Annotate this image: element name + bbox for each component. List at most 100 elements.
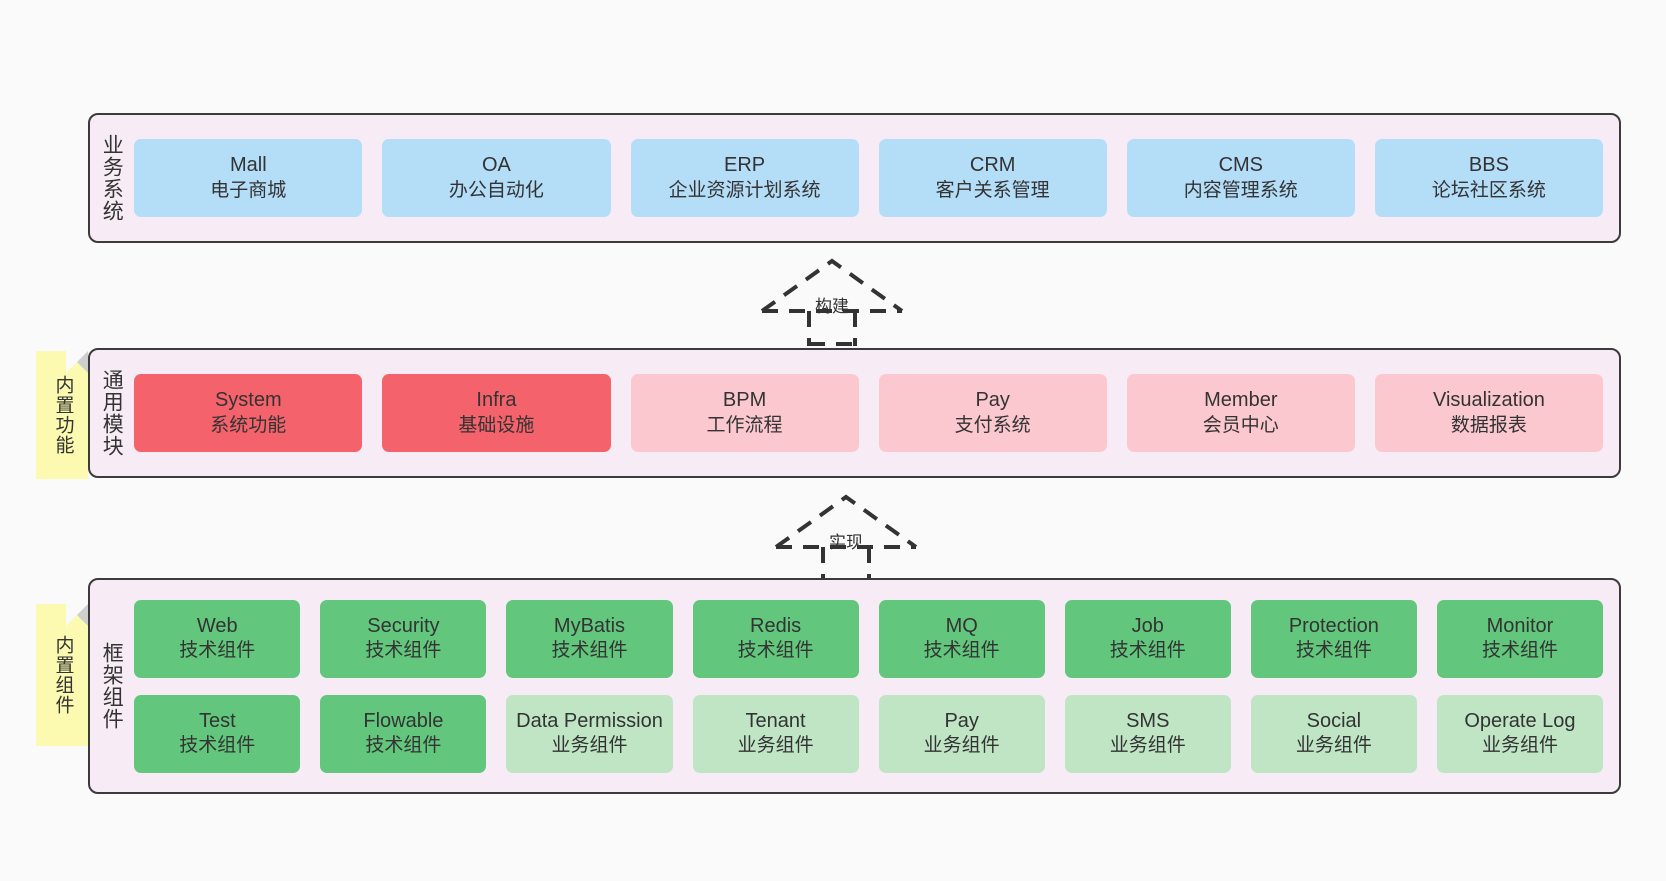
box-monitor[interactable]: Monitor 技术组件 — [1436, 599, 1603, 678]
box-row: Test 技术组件 Flowable 技术组件 Data Permission … — [134, 694, 1603, 773]
box-sms[interactable]: SMS 业务组件 — [1064, 694, 1231, 773]
box-title: BBS — [1468, 154, 1509, 177]
box-job[interactable]: Job 技术组件 — [1064, 599, 1231, 678]
box-subtitle: 技术组件 — [179, 735, 256, 757]
box-subtitle: 会员中心 — [1202, 414, 1279, 436]
box-oa[interactable]: OA 办公自动化 — [382, 139, 611, 217]
box-title: Pay — [944, 709, 979, 732]
box-subtitle: 技术组件 — [1295, 640, 1372, 662]
box-subtitle: 论坛社区系统 — [1431, 179, 1546, 201]
box-mybatis[interactable]: MyBatis 技术组件 — [506, 599, 673, 678]
box-title: BPM — [722, 389, 767, 412]
box-title: System — [214, 389, 282, 412]
box-row: System 系统功能 Infra 基础设施 BPM 工作流程 Pay 支付系统… — [134, 374, 1603, 452]
box-member[interactable]: Member 会员中心 — [1126, 374, 1355, 452]
box-tenant[interactable]: Tenant 业务组件 — [692, 694, 859, 773]
note-builtin-components: 内置组件 — [36, 604, 88, 746]
box-title: Redis — [750, 614, 802, 637]
box-title: Flowable — [363, 709, 444, 732]
layer-business-systems: 业务系统 Mall 电子商城 OA 办公自动化 ERP 企业资源计划系统 CRM… — [88, 113, 1621, 243]
box-subtitle: 电子商城 — [210, 179, 287, 201]
box-subtitle: 技术组件 — [365, 735, 442, 757]
layer-body-framework: Web 技术组件 Security 技术组件 MyBatis 技术组件 Redi… — [130, 580, 1619, 792]
box-title: ERP — [724, 154, 766, 177]
box-subtitle: 业务组件 — [737, 735, 814, 757]
box-row: Web 技术组件 Security 技术组件 MyBatis 技术组件 Redi… — [134, 599, 1603, 678]
box-subtitle: 技术组件 — [1481, 640, 1558, 662]
box-subtitle: 技术组件 — [1109, 640, 1186, 662]
box-pay-component[interactable]: Pay 业务组件 — [878, 694, 1045, 773]
box-erp[interactable]: ERP 企业资源计划系统 — [630, 139, 859, 217]
layer-framework-components: 框架组件 Web 技术组件 Security 技术组件 MyBatis 技术组件… — [88, 578, 1621, 794]
box-test[interactable]: Test 技术组件 — [134, 694, 301, 773]
box-title: Web — [196, 614, 238, 637]
box-title: Monitor — [1486, 614, 1554, 637]
box-title: OA — [481, 154, 511, 177]
box-pay[interactable]: Pay 支付系统 — [878, 374, 1107, 452]
connector-build: 构建 — [752, 256, 912, 346]
box-data-permission[interactable]: Data Permission 业务组件 — [506, 694, 673, 773]
box-subtitle: 系统功能 — [210, 414, 287, 436]
box-redis[interactable]: Redis 技术组件 — [692, 599, 859, 678]
box-title: Tenant — [745, 709, 806, 732]
box-mq[interactable]: MQ 技术组件 — [878, 599, 1045, 678]
box-subtitle: 技术组件 — [551, 640, 628, 662]
box-crm[interactable]: CRM 客户关系管理 — [878, 139, 1107, 217]
connector-label-implement: 实现 — [829, 533, 863, 552]
box-title: Job — [1131, 614, 1164, 637]
box-title: Data Permission — [516, 709, 663, 732]
box-title: Protection — [1288, 614, 1379, 637]
box-infra[interactable]: Infra 基础设施 — [382, 374, 611, 452]
box-web[interactable]: Web 技术组件 — [134, 599, 301, 678]
dashed-hollow-arrow-icon — [774, 494, 918, 582]
connector-label-build: 构建 — [815, 297, 849, 316]
box-title: Mall — [229, 154, 267, 177]
box-system[interactable]: System 系统功能 — [134, 374, 363, 452]
box-subtitle: 技术组件 — [923, 640, 1000, 662]
box-title: Operate Log — [1464, 709, 1576, 732]
box-bpm[interactable]: BPM 工作流程 — [630, 374, 859, 452]
dashed-hollow-arrow-icon — [760, 258, 904, 346]
box-social[interactable]: Social 业务组件 — [1250, 694, 1417, 773]
layer-body-business: Mall 电子商城 OA 办公自动化 ERP 企业资源计划系统 CRM 客户关系… — [130, 115, 1619, 241]
box-subtitle: 工作流程 — [706, 414, 783, 436]
box-subtitle: 技术组件 — [737, 640, 814, 662]
note-label: 内置功能 — [52, 375, 74, 455]
box-subtitle: 业务组件 — [551, 735, 628, 757]
layer-title-common: 通用模块 — [100, 369, 124, 457]
box-subtitle: 技术组件 — [179, 640, 256, 662]
box-protection[interactable]: Protection 技术组件 — [1250, 599, 1417, 678]
connector-implement: 实现 — [766, 492, 926, 582]
layer-body-common: System 系统功能 Infra 基础设施 BPM 工作流程 Pay 支付系统… — [130, 350, 1619, 476]
box-bbs[interactable]: BBS 论坛社区系统 — [1374, 139, 1603, 217]
box-title: MyBatis — [553, 614, 626, 637]
box-subtitle: 办公自动化 — [448, 179, 544, 201]
note-builtin-features: 内置功能 — [36, 351, 88, 479]
box-title: Social — [1306, 709, 1362, 732]
box-subtitle: 内容管理系统 — [1183, 179, 1298, 201]
box-operate-log[interactable]: Operate Log 业务组件 — [1436, 694, 1603, 773]
box-title: Visualization — [1432, 389, 1545, 412]
box-subtitle: 基础设施 — [458, 414, 535, 436]
box-visualization[interactable]: Visualization 数据报表 — [1374, 374, 1603, 452]
box-subtitle: 业务组件 — [1109, 735, 1186, 757]
box-subtitle: 企业资源计划系统 — [668, 179, 821, 201]
box-subtitle: 客户关系管理 — [935, 179, 1050, 201]
box-security[interactable]: Security 技术组件 — [320, 599, 487, 678]
box-row: Mall 电子商城 OA 办公自动化 ERP 企业资源计划系统 CRM 客户关系… — [134, 139, 1603, 217]
box-subtitle: 技术组件 — [365, 640, 442, 662]
box-title: Infra — [476, 389, 517, 412]
layer-title-framework: 框架组件 — [100, 642, 124, 730]
box-flowable[interactable]: Flowable 技术组件 — [320, 694, 487, 773]
box-subtitle: 业务组件 — [1481, 735, 1558, 757]
box-title: SMS — [1126, 709, 1170, 732]
box-subtitle: 业务组件 — [923, 735, 1000, 757]
box-title: Test — [198, 709, 236, 732]
box-subtitle: 业务组件 — [1295, 735, 1372, 757]
box-mall[interactable]: Mall 电子商城 — [134, 139, 363, 217]
box-title: CRM — [969, 154, 1016, 177]
box-subtitle: 数据报表 — [1450, 414, 1527, 436]
box-cms[interactable]: CMS 内容管理系统 — [1126, 139, 1355, 217]
box-title: Pay — [975, 389, 1010, 412]
